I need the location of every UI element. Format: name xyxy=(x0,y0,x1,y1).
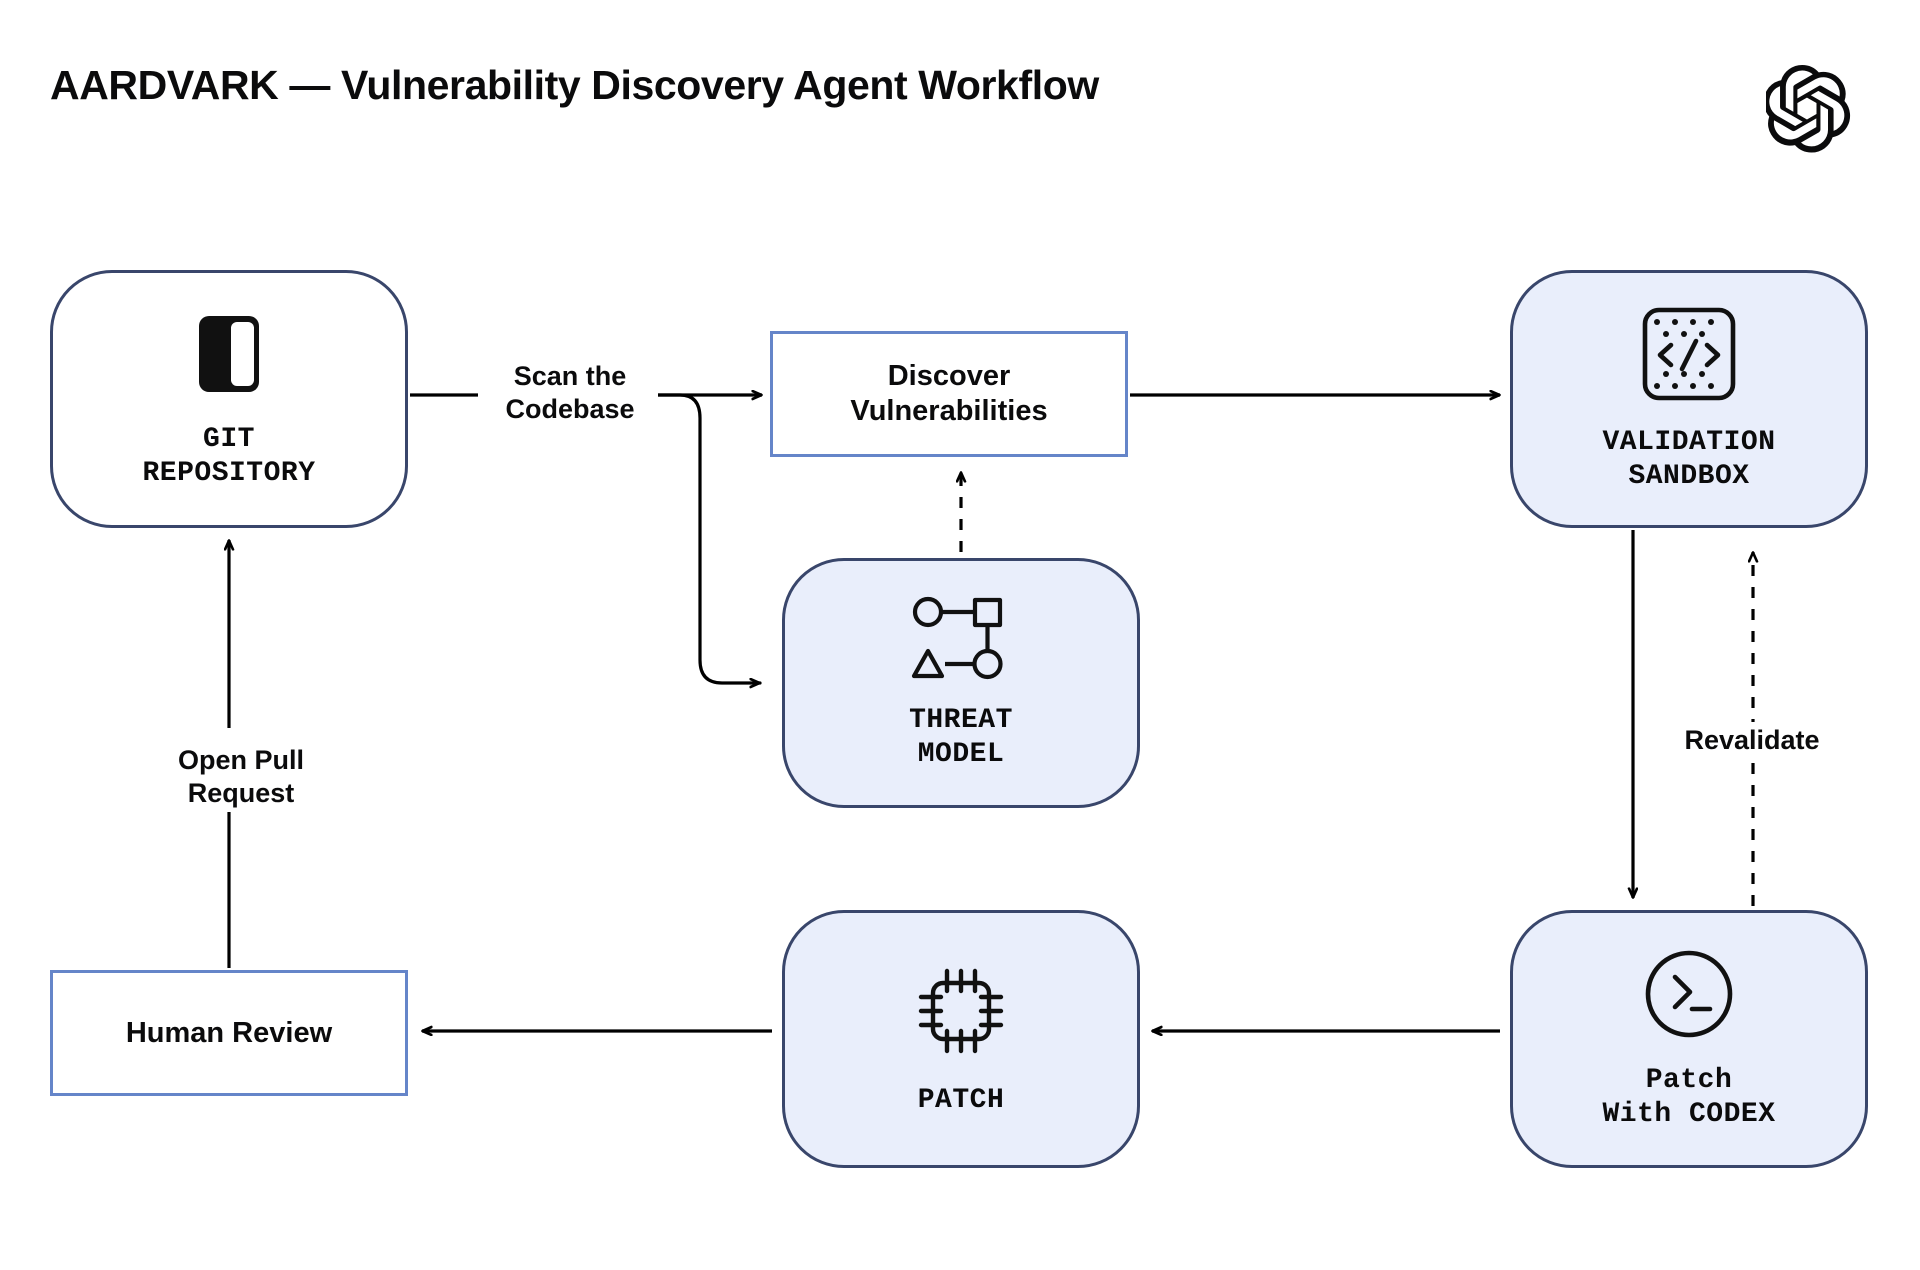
edge-label-revalidate: Revalidate xyxy=(1664,722,1840,759)
node-label-human-review: Human Review xyxy=(125,1016,333,1049)
threat-model-graph-icon xyxy=(909,595,1013,686)
node-git-repository[interactable]: GIT REPOSITORY xyxy=(50,270,408,528)
node-validation-sandbox[interactable]: VALIDATION SANDBOX xyxy=(1510,270,1868,528)
node-threat-model[interactable]: THREAT MODEL xyxy=(782,558,1140,808)
node-discover-vulnerabilities[interactable]: Discover Vulnerabilities xyxy=(770,331,1128,457)
cpu-chip-icon xyxy=(911,961,1011,1066)
node-patch[interactable]: PATCH xyxy=(782,910,1140,1168)
node-label-threat-model: THREAT MODEL xyxy=(909,704,1013,770)
terminal-prompt-icon xyxy=(1642,947,1736,1046)
node-label-patch-with-codex: Patch With CODEX xyxy=(1602,1064,1776,1130)
openai-logo xyxy=(1763,64,1856,154)
edge-label-scan-the-codebase: Scan the Codebase xyxy=(482,358,658,428)
page-title: AARDVARK — Vulnerability Discovery Agent… xyxy=(50,62,1099,108)
repository-icon xyxy=(183,308,275,405)
node-label-patch: PATCH xyxy=(917,1084,1005,1116)
code-sandbox-icon xyxy=(1640,305,1738,408)
node-label-git-repository: GIT REPOSITORY xyxy=(142,423,316,489)
node-label-validation-sandbox: VALIDATION SANDBOX xyxy=(1602,426,1776,492)
node-human-review[interactable]: Human Review xyxy=(50,970,408,1096)
edge-scan-codebase-to-threat-model xyxy=(638,393,762,683)
node-patch-with-codex[interactable]: Patch With CODEX xyxy=(1510,910,1868,1168)
edge-label-open-pull-request: Open Pull Request xyxy=(148,742,334,812)
node-label-discover-vulnerabilities: Discover Vulnerabilities xyxy=(850,360,1048,427)
